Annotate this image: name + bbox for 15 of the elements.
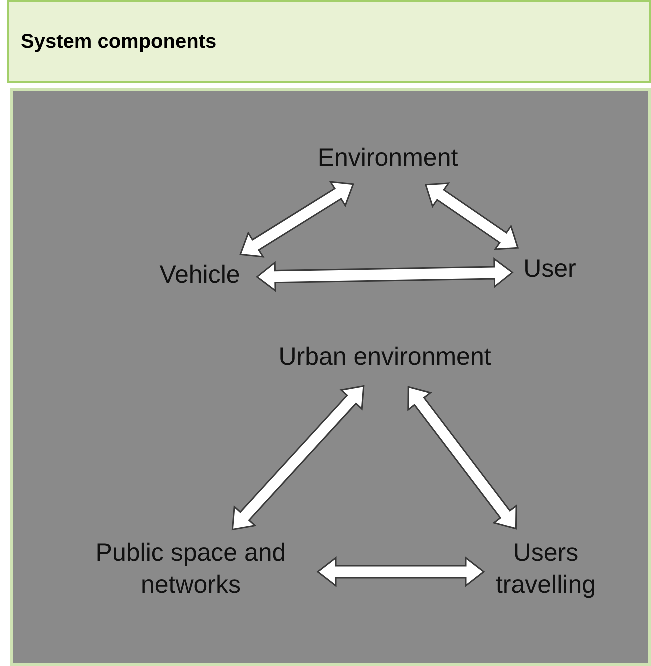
- double-arrow: [408, 386, 518, 530]
- component-label: Urban environment: [278, 341, 492, 373]
- component-label: Environment: [318, 142, 458, 174]
- title-bar: [7, 0, 651, 83]
- double-arrow: [240, 181, 354, 258]
- double-arrow: [232, 385, 365, 531]
- component-label: Public space and networks: [81, 537, 301, 601]
- double-arrow: [424, 182, 520, 250]
- double-arrow: [256, 257, 514, 292]
- component-label: Users travelling: [495, 537, 597, 601]
- double-arrow: [316, 556, 486, 588]
- title-text: System components: [21, 30, 217, 54]
- diagram-panel: [10, 88, 651, 666]
- component-label: User: [524, 253, 576, 285]
- component-label: Vehicle: [160, 259, 240, 291]
